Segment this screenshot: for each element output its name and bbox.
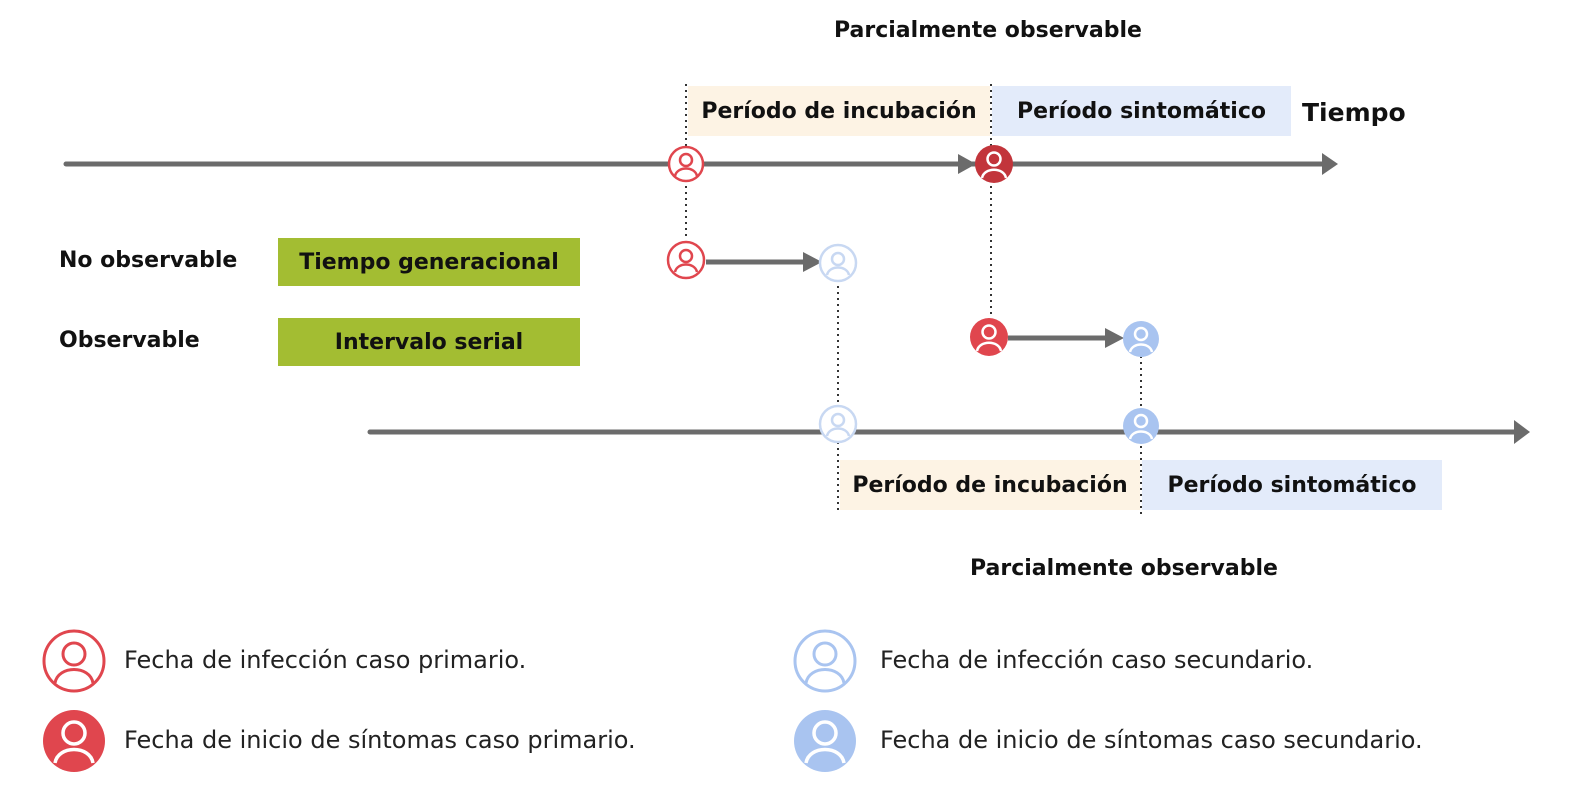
secondary-timeline-arrowhead xyxy=(1514,420,1530,444)
legend-primary-onset: Fecha de inicio de síntomas caso primari… xyxy=(124,726,636,754)
observable-label: Observable xyxy=(59,328,200,353)
person-filled-red-icon xyxy=(975,145,1013,183)
generation-time-arrowhead xyxy=(803,252,822,272)
serial-interval-box: Intervalo serial xyxy=(278,318,580,366)
legend-person-filled-blue-icon xyxy=(794,710,856,772)
legend-secondary-infection: Fecha de infección caso secundario. xyxy=(880,646,1314,674)
primary-onset-arrowhead xyxy=(958,154,976,174)
serial-interval-arrowhead xyxy=(1105,328,1124,348)
legend-person-outline-blue-icon xyxy=(793,629,857,693)
bottom-title: Parcialmente observable xyxy=(970,556,1278,581)
legend-person-filled-red-icon xyxy=(43,710,105,772)
time-axis-label: Tiempo xyxy=(1302,98,1406,127)
primary-symptomatic-band: Período sintomático xyxy=(992,86,1291,136)
legend-person-outline-red-icon xyxy=(42,629,106,693)
primary-incubation-band: Período de incubación xyxy=(688,86,990,136)
legend-primary-infection: Fecha de infección caso primario. xyxy=(124,646,527,674)
person-outline-red-icon xyxy=(667,145,705,183)
top-title: Parcialmente observable xyxy=(834,18,1142,43)
person-filled-blue-icon xyxy=(1123,321,1159,357)
generation-time-box: Tiempo generacional xyxy=(278,238,580,286)
primary-timeline-arrowhead xyxy=(1322,153,1338,175)
legend-secondary-onset: Fecha de inicio de síntomas caso secunda… xyxy=(880,726,1423,754)
secondary-incubation-band: Período de incubación xyxy=(840,460,1140,510)
secondary-symptomatic-band: Período sintomático xyxy=(1142,460,1442,510)
person-outline-blue-icon xyxy=(818,243,858,283)
unobservable-label: No observable xyxy=(59,248,238,273)
person-outline-blue-icon xyxy=(818,404,858,444)
person-filled-blue-icon xyxy=(1123,408,1159,444)
person-outline-red-icon xyxy=(666,240,706,280)
person-filled-red-icon xyxy=(970,318,1008,356)
